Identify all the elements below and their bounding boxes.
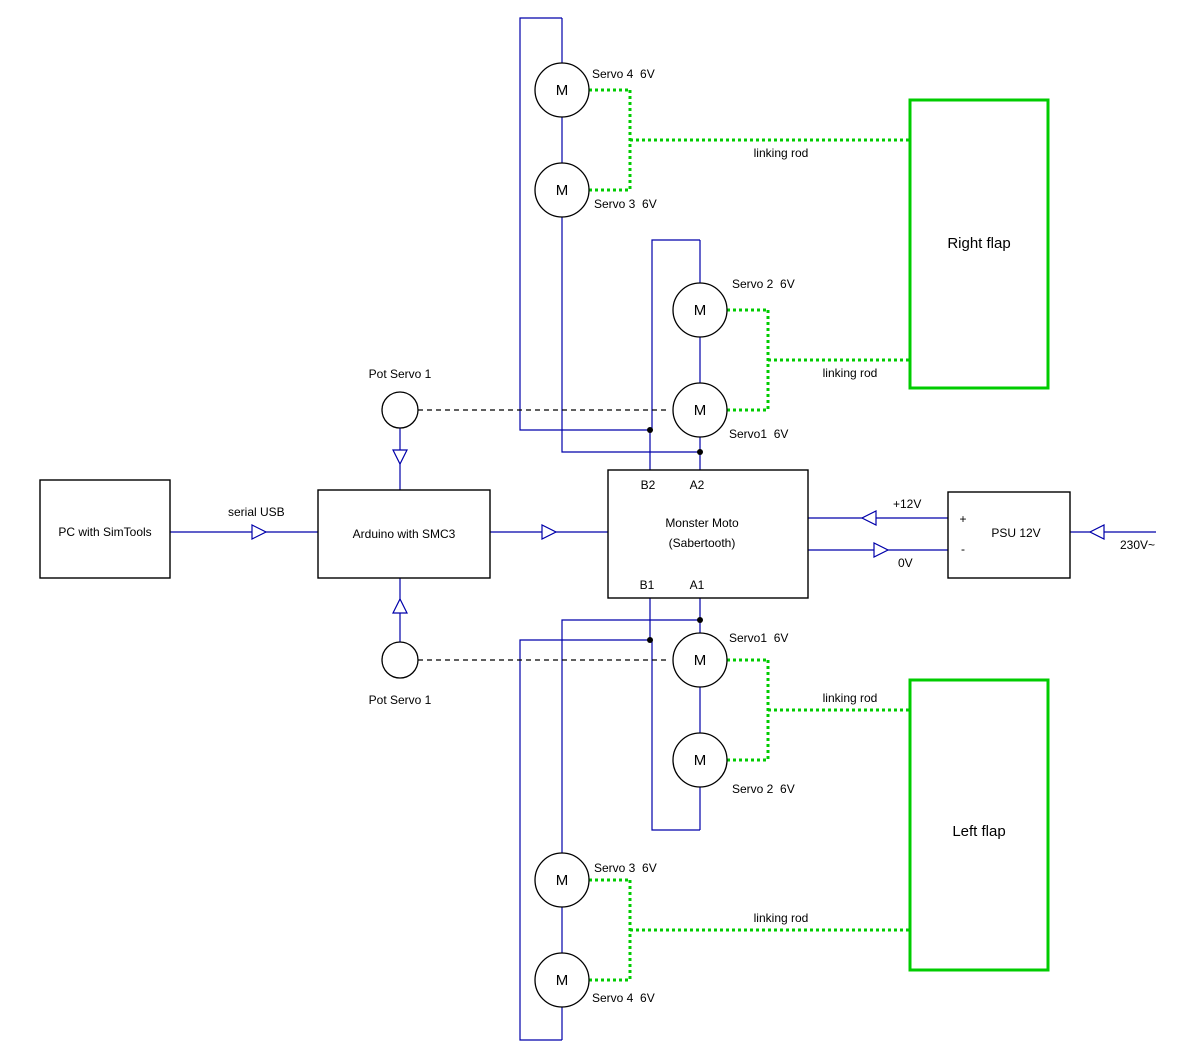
linking-rod-left-mid	[727, 658, 910, 762]
mechanical-links	[418, 409, 670, 661]
psu-plus-label: +	[959, 512, 966, 526]
wire-bottom-outer-loop	[519, 639, 652, 1041]
linking-rod-left-mid-label: linking rod	[823, 691, 878, 705]
arrow-pot-bottom-up-icon	[392, 597, 408, 614]
linking-rod-top	[589, 88, 910, 192]
pc-box-label: PC with SimTools	[58, 525, 151, 539]
monster-moto-label-line1: Monster Moto	[665, 516, 739, 530]
psu-box	[947, 491, 1071, 579]
pin-label-a1: A1	[690, 578, 705, 592]
arrow-pot-top-down-icon	[392, 449, 408, 466]
junction-b1	[647, 637, 653, 643]
monster-moto-box	[607, 469, 809, 599]
labels: PC with SimTools Arduino with SMC3 Monst…	[58, 67, 1155, 1005]
left-flap-label: Left flap	[952, 823, 1005, 840]
arrow-12v-left-icon	[860, 510, 877, 526]
servo4-bottom-motor	[534, 952, 590, 1008]
pot-servo1-top-label: Pot Servo 1	[369, 367, 432, 381]
mains-label: 230V~	[1120, 538, 1155, 552]
linking-rod-bottom-label: linking rod	[754, 911, 809, 925]
arrow-serial-usb-right-icon	[251, 524, 268, 540]
pin-label-a2: A2	[690, 478, 705, 492]
left-flap-box	[908, 678, 1050, 972]
linking-rod-bottom	[589, 878, 910, 982]
servo1-bottom-motor	[672, 632, 728, 688]
servo1-top-label: Servo1 6V	[729, 427, 788, 441]
servo3-top-motor	[534, 162, 590, 218]
servo2-bottom-motor	[672, 732, 728, 788]
servo4-bottom-label: Servo 4 6V	[592, 991, 655, 1005]
arrow-arduino-to-mm-right-icon	[541, 524, 558, 540]
serial-usb-label: serial USB	[228, 505, 285, 519]
arduino-box	[317, 489, 491, 579]
junction-a1	[697, 617, 703, 623]
servo2-bottom-label: Servo 2 6V	[732, 782, 795, 796]
pc-box	[39, 479, 171, 579]
junction-b2	[647, 427, 653, 433]
motor-letter-servo3-bottom: M	[556, 872, 569, 889]
pot-servo1-bottom-label: Pot Servo 1	[369, 693, 432, 707]
psu-box-label: PSU 12V	[991, 526, 1040, 540]
junction-dots	[647, 427, 703, 643]
servo-motors	[381, 62, 728, 1008]
servo2-top-motor	[672, 282, 728, 338]
linking-rods	[589, 88, 910, 982]
servo3-bottom-motor	[534, 852, 590, 908]
servo1-top-motor	[672, 382, 728, 438]
motor-letter-servo2-top: M	[694, 302, 707, 319]
pin-label-b1: B1	[640, 578, 655, 592]
linking-rod-right-mid-label: linking rod	[823, 366, 878, 380]
motor-letter-servo4-bottom: M	[556, 972, 569, 989]
pot-servo1-top	[381, 391, 419, 429]
motor-letter-servo1-bottom: M	[694, 652, 707, 669]
servo4-top-motor	[534, 62, 590, 118]
servo3-bottom-label: Servo 3 6V	[594, 861, 657, 875]
arduino-box-label: Arduino with SMC3	[353, 527, 456, 541]
arrow-0v-right-icon	[873, 542, 890, 558]
linking-rod-top-label: linking rod	[754, 146, 809, 160]
zero-v-label: 0V	[898, 556, 913, 570]
psu-minus-label: -	[961, 542, 965, 556]
flow-arrows	[251, 449, 1105, 614]
wire-bottom-mid-group-left	[651, 640, 700, 831]
motor-letter-servo1-top: M	[694, 402, 707, 419]
pin-label-b2: B2	[641, 478, 656, 492]
wire-top-outer-loop	[519, 17, 652, 431]
right-flap-label: Right flap	[947, 235, 1010, 252]
junction-a2	[697, 449, 703, 455]
linking-rod-right-mid	[727, 308, 910, 412]
component-boxes	[39, 98, 1071, 972]
servo4-top-label: Servo 4 6V	[592, 67, 655, 81]
plus-12v-label: +12V	[893, 497, 921, 511]
wires	[170, 17, 1156, 1041]
right-flap-box	[908, 98, 1050, 390]
arrow-mains-left-icon	[1088, 524, 1105, 540]
pot-servo1-bottom	[381, 641, 419, 679]
servo2-top-label: Servo 2 6V	[732, 277, 795, 291]
wire-top-mid-group-left	[651, 239, 700, 430]
monster-moto-label-line2: (Sabertooth)	[669, 536, 736, 550]
servo3-top-label: Servo 3 6V	[594, 197, 657, 211]
motor-letter-servo2-bottom: M	[694, 752, 707, 769]
motor-letter-servo4-top: M	[556, 82, 569, 99]
motor-letter-servo3-top: M	[556, 182, 569, 199]
servo1-bottom-label: Servo1 6V	[729, 631, 788, 645]
